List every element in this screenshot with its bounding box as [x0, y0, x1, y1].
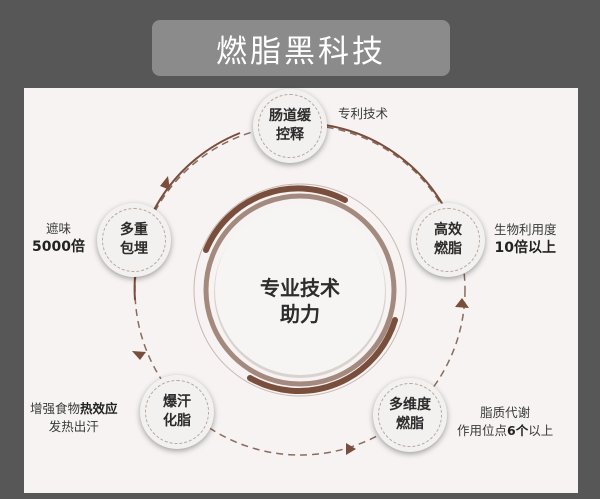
node-bottom-left-label: 爆汗 化脂: [163, 394, 191, 429]
note-bottom-right-part-a: 作用位点: [457, 423, 508, 438]
note-bottom-right-line2: 作用位点6个以上: [457, 422, 553, 440]
note-left-line2: 5000倍: [32, 239, 85, 255]
note-bottom-right: 脂质代谢 作用位点6个以上: [457, 404, 553, 440]
node-bottom-left: 爆汗 化脂: [140, 375, 214, 449]
thick-arc-upper: [203, 185, 348, 253]
note-right-line1: 生物利用度: [494, 222, 557, 237]
page-title: 燃脂黑科技: [152, 20, 450, 76]
note-right: 生物利用度 10倍以上: [494, 221, 557, 257]
arrow-right: [455, 298, 469, 308]
note-right-line2: 10倍以上: [494, 240, 556, 256]
node-top: 肠道缓 控释: [253, 89, 327, 163]
note-top: 专利技术: [338, 105, 388, 123]
node-right-label: 高效 燃脂: [434, 222, 462, 257]
note-bottom-right-part-b: 6个: [507, 423, 529, 438]
node-bottom-right: 多维度 燃脂: [373, 378, 447, 452]
arrow-bottom-left: [132, 351, 146, 360]
node-left-label: 多重 包埋: [120, 222, 148, 257]
note-bottom-right-part-c: 以上: [528, 423, 554, 438]
tan-inner-ring: [203, 193, 397, 387]
middle-ring: [193, 183, 407, 397]
note-bottom-left-part-a: 增强食物: [30, 401, 81, 416]
note-top-text: 专利技术: [338, 106, 389, 121]
note-left: 遮味 5000倍: [32, 220, 85, 256]
node-bottom-right-label: 多维度 燃脂: [389, 397, 431, 432]
node-top-label: 肠道缓 控释: [269, 108, 311, 143]
node-right: 高效 燃脂: [411, 203, 485, 277]
note-bottom-left-line1: 增强食物热效应: [30, 400, 118, 418]
note-left-line1: 遮味: [45, 221, 71, 236]
note-bottom-right-line1: 脂质代谢: [480, 405, 531, 420]
thick-arc-lower: [247, 317, 398, 394]
note-bottom-left-line2: 发热出汗: [48, 419, 99, 434]
arrow-top-left: [160, 176, 170, 190]
node-left: 多重 包埋: [97, 203, 171, 277]
note-bottom-left-part-b: 热效应: [80, 401, 118, 416]
center-disk: [215, 205, 385, 375]
note-bottom-left: 增强食物热效应 发热出汗: [30, 400, 118, 436]
center-label: 专业技术 助力: [260, 276, 340, 326]
arrow-bottom: [346, 443, 356, 455]
